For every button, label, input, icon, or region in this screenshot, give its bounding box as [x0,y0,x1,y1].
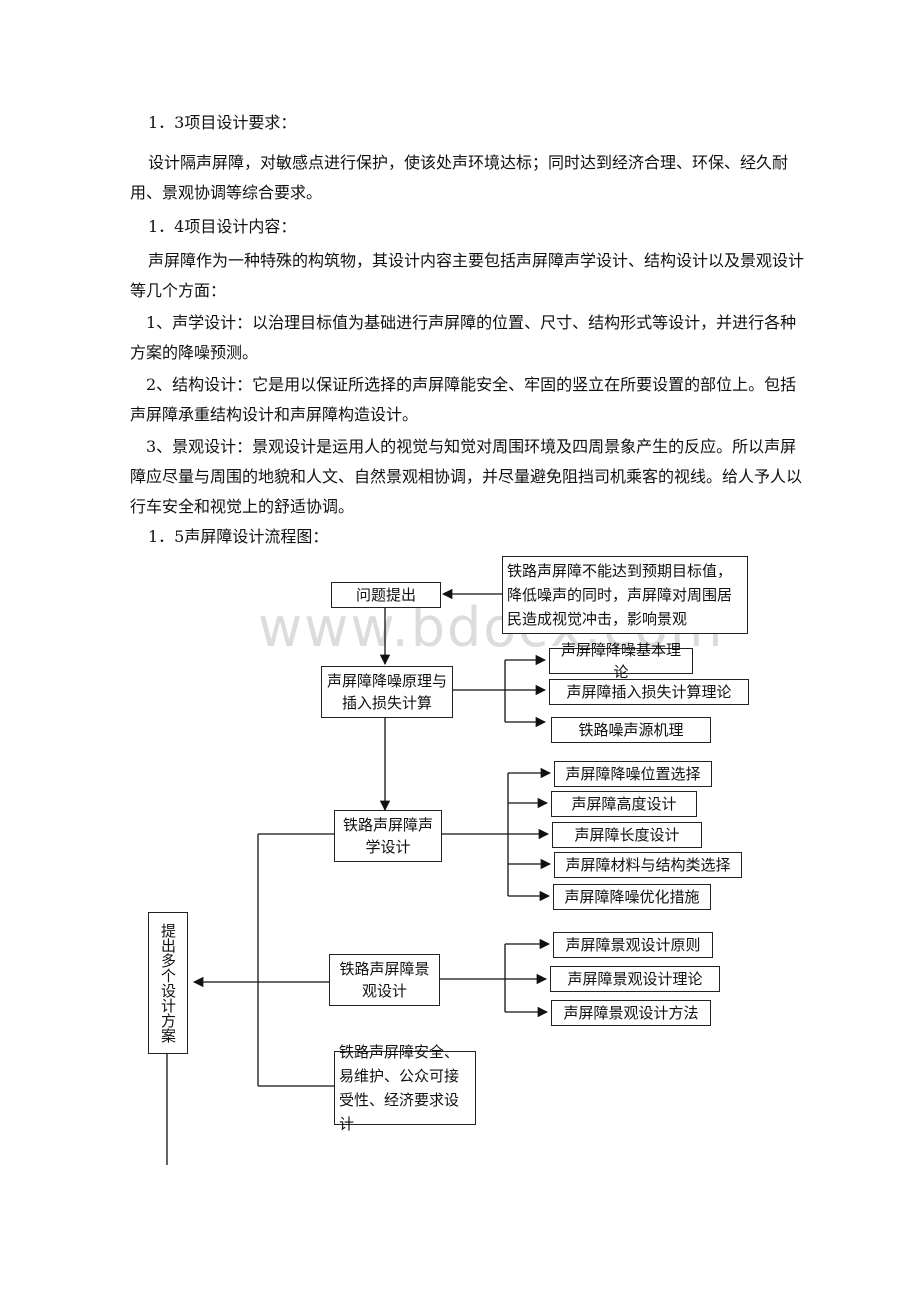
theory-item-1: 声屏障降噪基本理论 [549,641,693,681]
acoustic-item-3: 声屏障长度设计 [552,822,702,848]
acoustic-item-1: 声屏障降噪位置选择 [554,761,712,787]
theory-item-3: 铁路噪声源机理 [551,717,711,743]
acoustic-item-4: 声屏障材料与结构类选择 [554,852,742,878]
safety-box: 铁路声屏障安全、易维护、公众可接受性、经济要求设计 [334,1043,476,1133]
landscape-item-1: 声屏障景观设计原则 [553,932,713,958]
acoustic-item-2: 声屏障高度设计 [551,791,697,817]
problem-note-box: 铁路声屏障不能达到预期目标值，降低噪声的同时，声屏障对周围居民造成视觉冲击，影响… [502,556,748,634]
acoustic-item-5: 声屏障降噪优化措施 [553,884,711,910]
section-1-5-heading: 1．5声屏障设计流程图： [148,527,329,546]
item-structural-design: 2、结构设计：它是用以保证所选择的声屏障能安全、牢固的竖立在所要设置的部位上。包… [130,375,797,424]
theory-box: 声屏障降噪原理与插入损失计算 [321,666,453,718]
theory-item-2: 声屏障插入损失计算理论 [549,679,749,705]
section-1-3-body: 设计隔声屏障，对敏感点进行保护，使该处声环境达标；同时达到经济合理、环保、经久耐… [130,153,789,202]
proposal-box: 提出多个设计方案 [148,912,188,1054]
item-acoustic-design: 1、声学设计：以治理目标值为基础进行声屏障的位置、尺寸、结构形式等设计，并进行各… [130,313,797,362]
section-1-4-heading: 1．4项目设计内容： [148,217,297,236]
landscape-item-3: 声屏障景观设计方法 [551,1000,711,1026]
section-1-3-heading: 1．3项目设计要求： [148,113,297,132]
acoustic-box: 铁路声屏障声学设计 [334,810,442,862]
section-1-4-body: 声屏障作为一种特殊的构筑物，其设计内容主要包括声屏障声学设计、结构设计以及景观设… [130,251,805,300]
landscape-item-2: 声屏障景观设计理论 [550,966,720,992]
problem-box: 问题提出 [331,582,441,608]
item-landscape-design: 3、景观设计：景观设计是运用人的视觉与知觉对周围环境及四周景象产生的反应。所以声… [130,437,803,516]
landscape-box: 铁路声屏障景观设计 [329,954,440,1006]
